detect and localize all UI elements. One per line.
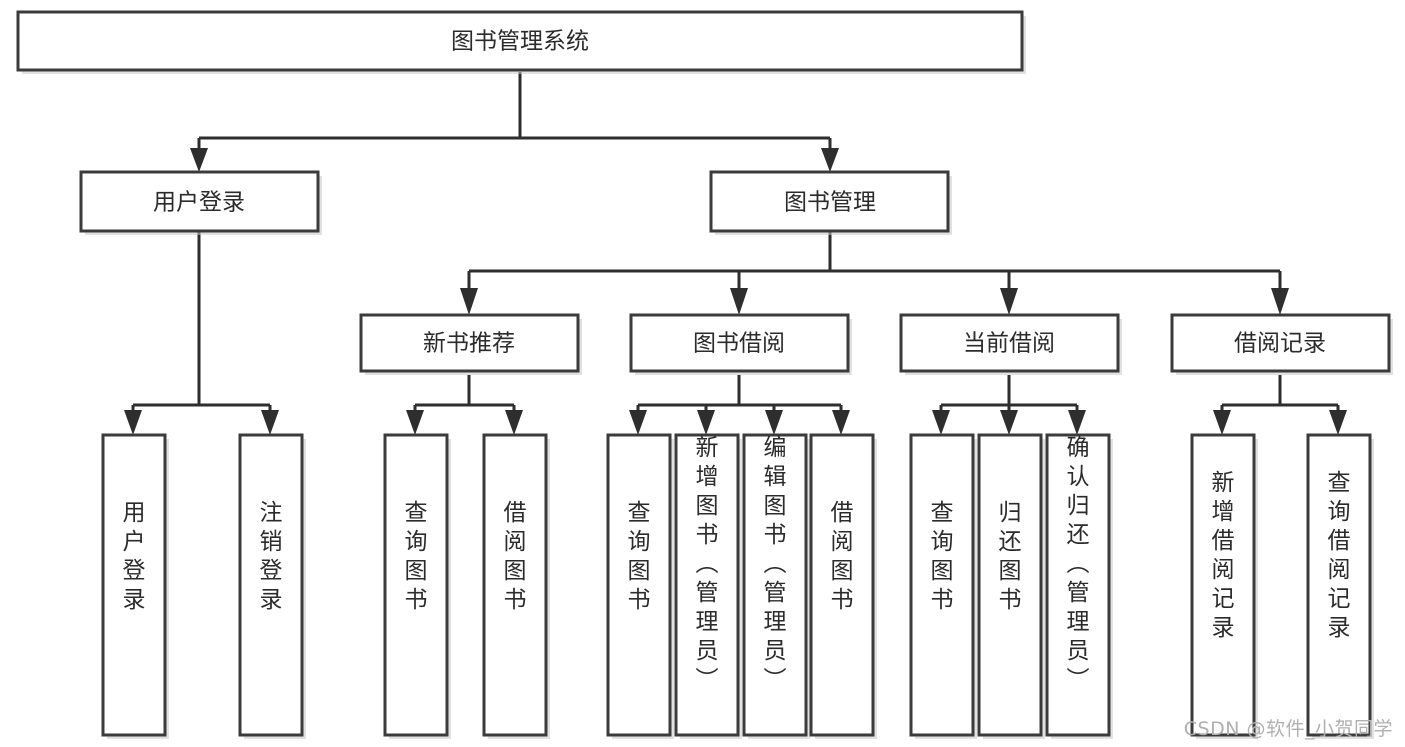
arrowhead-leaf-add-record	[1213, 410, 1231, 435]
arrowhead-leaf-query-book-1	[406, 410, 424, 435]
node-root-box[interactable]	[16, 10, 1024, 72]
leaf-confirm-return[interactable]: 确认归还︵管理员︶	[1045, 433, 1113, 739]
connector-layer	[124, 72, 1347, 435]
leaf-add-book-box[interactable]	[674, 433, 740, 737]
leaf-add-record-label: 新增借阅记录	[1212, 470, 1235, 641]
arrowhead-leaf-query-book-3	[932, 410, 950, 435]
arrowhead-login	[190, 148, 208, 172]
leaf-query-book-2[interactable]: 查询图书	[606, 433, 674, 739]
node-current[interactable]: 当前借阅	[899, 313, 1122, 375]
leaf-query-record[interactable]: 查询借阅记录	[1306, 433, 1374, 739]
node-records[interactable]: 借阅记录	[1170, 313, 1393, 375]
leaf-query-book-2-label: 查询图书	[628, 500, 651, 613]
node-records-label: 借阅记录	[1234, 331, 1326, 357]
arrowhead-bookmgmt	[821, 148, 839, 172]
leaf-query-book-1-label: 查询图书	[405, 500, 428, 613]
leaf-query-book-2-box[interactable]	[606, 433, 672, 737]
arrowhead-leaf-borrow-book-1	[505, 410, 523, 435]
leaf-return-book-label: 归还图书	[999, 500, 1022, 613]
node-login[interactable]: 用户登录	[79, 170, 322, 235]
leaf-confirm-return-box[interactable]	[1045, 433, 1111, 737]
node-bookmgmt-label: 图书管理	[784, 190, 876, 216]
arrowhead-borrow	[730, 288, 748, 315]
arrowhead-records	[1271, 288, 1289, 315]
arrowhead-current	[1000, 288, 1018, 315]
leaf-user-logout-box[interactable]	[238, 433, 304, 737]
leaf-return-book[interactable]: 归还图书	[977, 433, 1045, 739]
leaf-borrow-book-2-label: 借阅图书	[831, 500, 854, 613]
leaf-query-book-3-label: 查询图书	[931, 500, 954, 613]
leaf-return-book-box[interactable]	[977, 433, 1043, 737]
leaf-add-book-label: 新增图书︵管理员︶	[696, 435, 719, 693]
leaf-add-record-box[interactable]	[1190, 433, 1256, 737]
arrowhead-leaf-user-login	[124, 410, 142, 435]
leaf-edit-book-box[interactable]	[742, 433, 808, 737]
node-records-box[interactable]	[1170, 313, 1391, 373]
leaf-user-logout[interactable]: 注销登录	[238, 433, 306, 739]
node-borrow-label: 图书借阅	[693, 331, 785, 357]
leaf-query-record-box[interactable]	[1306, 433, 1372, 737]
leaf-query-book-3-box[interactable]	[909, 433, 975, 737]
leaf-query-book-1-box[interactable]	[383, 433, 449, 737]
node-borrow-box[interactable]	[629, 313, 850, 373]
leaf-borrow-book-1[interactable]: 借阅图书	[482, 433, 550, 739]
node-login-box[interactable]	[79, 170, 320, 233]
node-bookmgmt[interactable]: 图书管理	[709, 170, 952, 235]
node-root-label: 图书管理系统	[451, 29, 589, 55]
leaf-borrow-book-2-box[interactable]	[809, 433, 875, 737]
node-borrow[interactable]: 图书借阅	[629, 313, 852, 375]
node-current-label: 当前借阅	[963, 331, 1055, 357]
leaf-query-book-1[interactable]: 查询图书	[383, 433, 451, 739]
leaf-user-login-label: 用户登录	[123, 500, 146, 613]
leaf-borrow-book-1-box[interactable]	[482, 433, 548, 737]
leaf-add-book[interactable]: 新增图书︵管理员︶	[674, 433, 742, 739]
arrowhead-leaf-query-book-2	[629, 410, 647, 435]
leaf-edit-book-label: 编辑图书︵管理员︶	[764, 435, 787, 693]
node-current-box[interactable]	[899, 313, 1120, 373]
arrowhead-leaf-edit-book	[765, 410, 783, 435]
node-root[interactable]: 图书管理系统	[16, 10, 1026, 74]
leaf-confirm-return-label: 确认归还︵管理员︶	[1067, 435, 1090, 693]
leaf-user-login[interactable]: 用户登录	[101, 433, 169, 739]
arrowhead-leaf-query-record	[1329, 410, 1347, 435]
arrowhead-leaf-user-logout	[261, 410, 279, 435]
arrowhead-leaf-confirm-return	[1068, 410, 1086, 435]
leaf-add-record[interactable]: 新增借阅记录	[1190, 433, 1258, 739]
node-login-label: 用户登录	[153, 190, 245, 216]
leaf-borrow-book-1-label: 借阅图书	[504, 500, 527, 613]
leaf-query-book-3[interactable]: 查询图书	[909, 433, 977, 739]
arrowhead-leaf-return-book	[1000, 410, 1018, 435]
node-bookmgmt-box[interactable]	[709, 170, 950, 233]
arrowhead-leaf-add-book	[697, 410, 715, 435]
leaf-edit-book[interactable]: 编辑图书︵管理员︶	[742, 433, 810, 739]
csdn-watermark: CSDN @软件_小贺同学	[1183, 718, 1393, 740]
leaf-user-login-box[interactable]	[101, 433, 167, 737]
node-newbook[interactable]: 新书推荐	[359, 313, 582, 375]
arrowhead-leaf-borrow-book-2	[832, 410, 850, 435]
node-newbook-box[interactable]	[359, 313, 580, 373]
arrowhead-newbook	[460, 288, 478, 315]
leaf-user-logout-label: 注销登录	[260, 500, 283, 613]
leaf-borrow-book-2[interactable]: 借阅图书	[809, 433, 877, 739]
node-newbook-label: 新书推荐	[423, 331, 515, 357]
leaf-query-record-label: 查询借阅记录	[1328, 470, 1351, 641]
